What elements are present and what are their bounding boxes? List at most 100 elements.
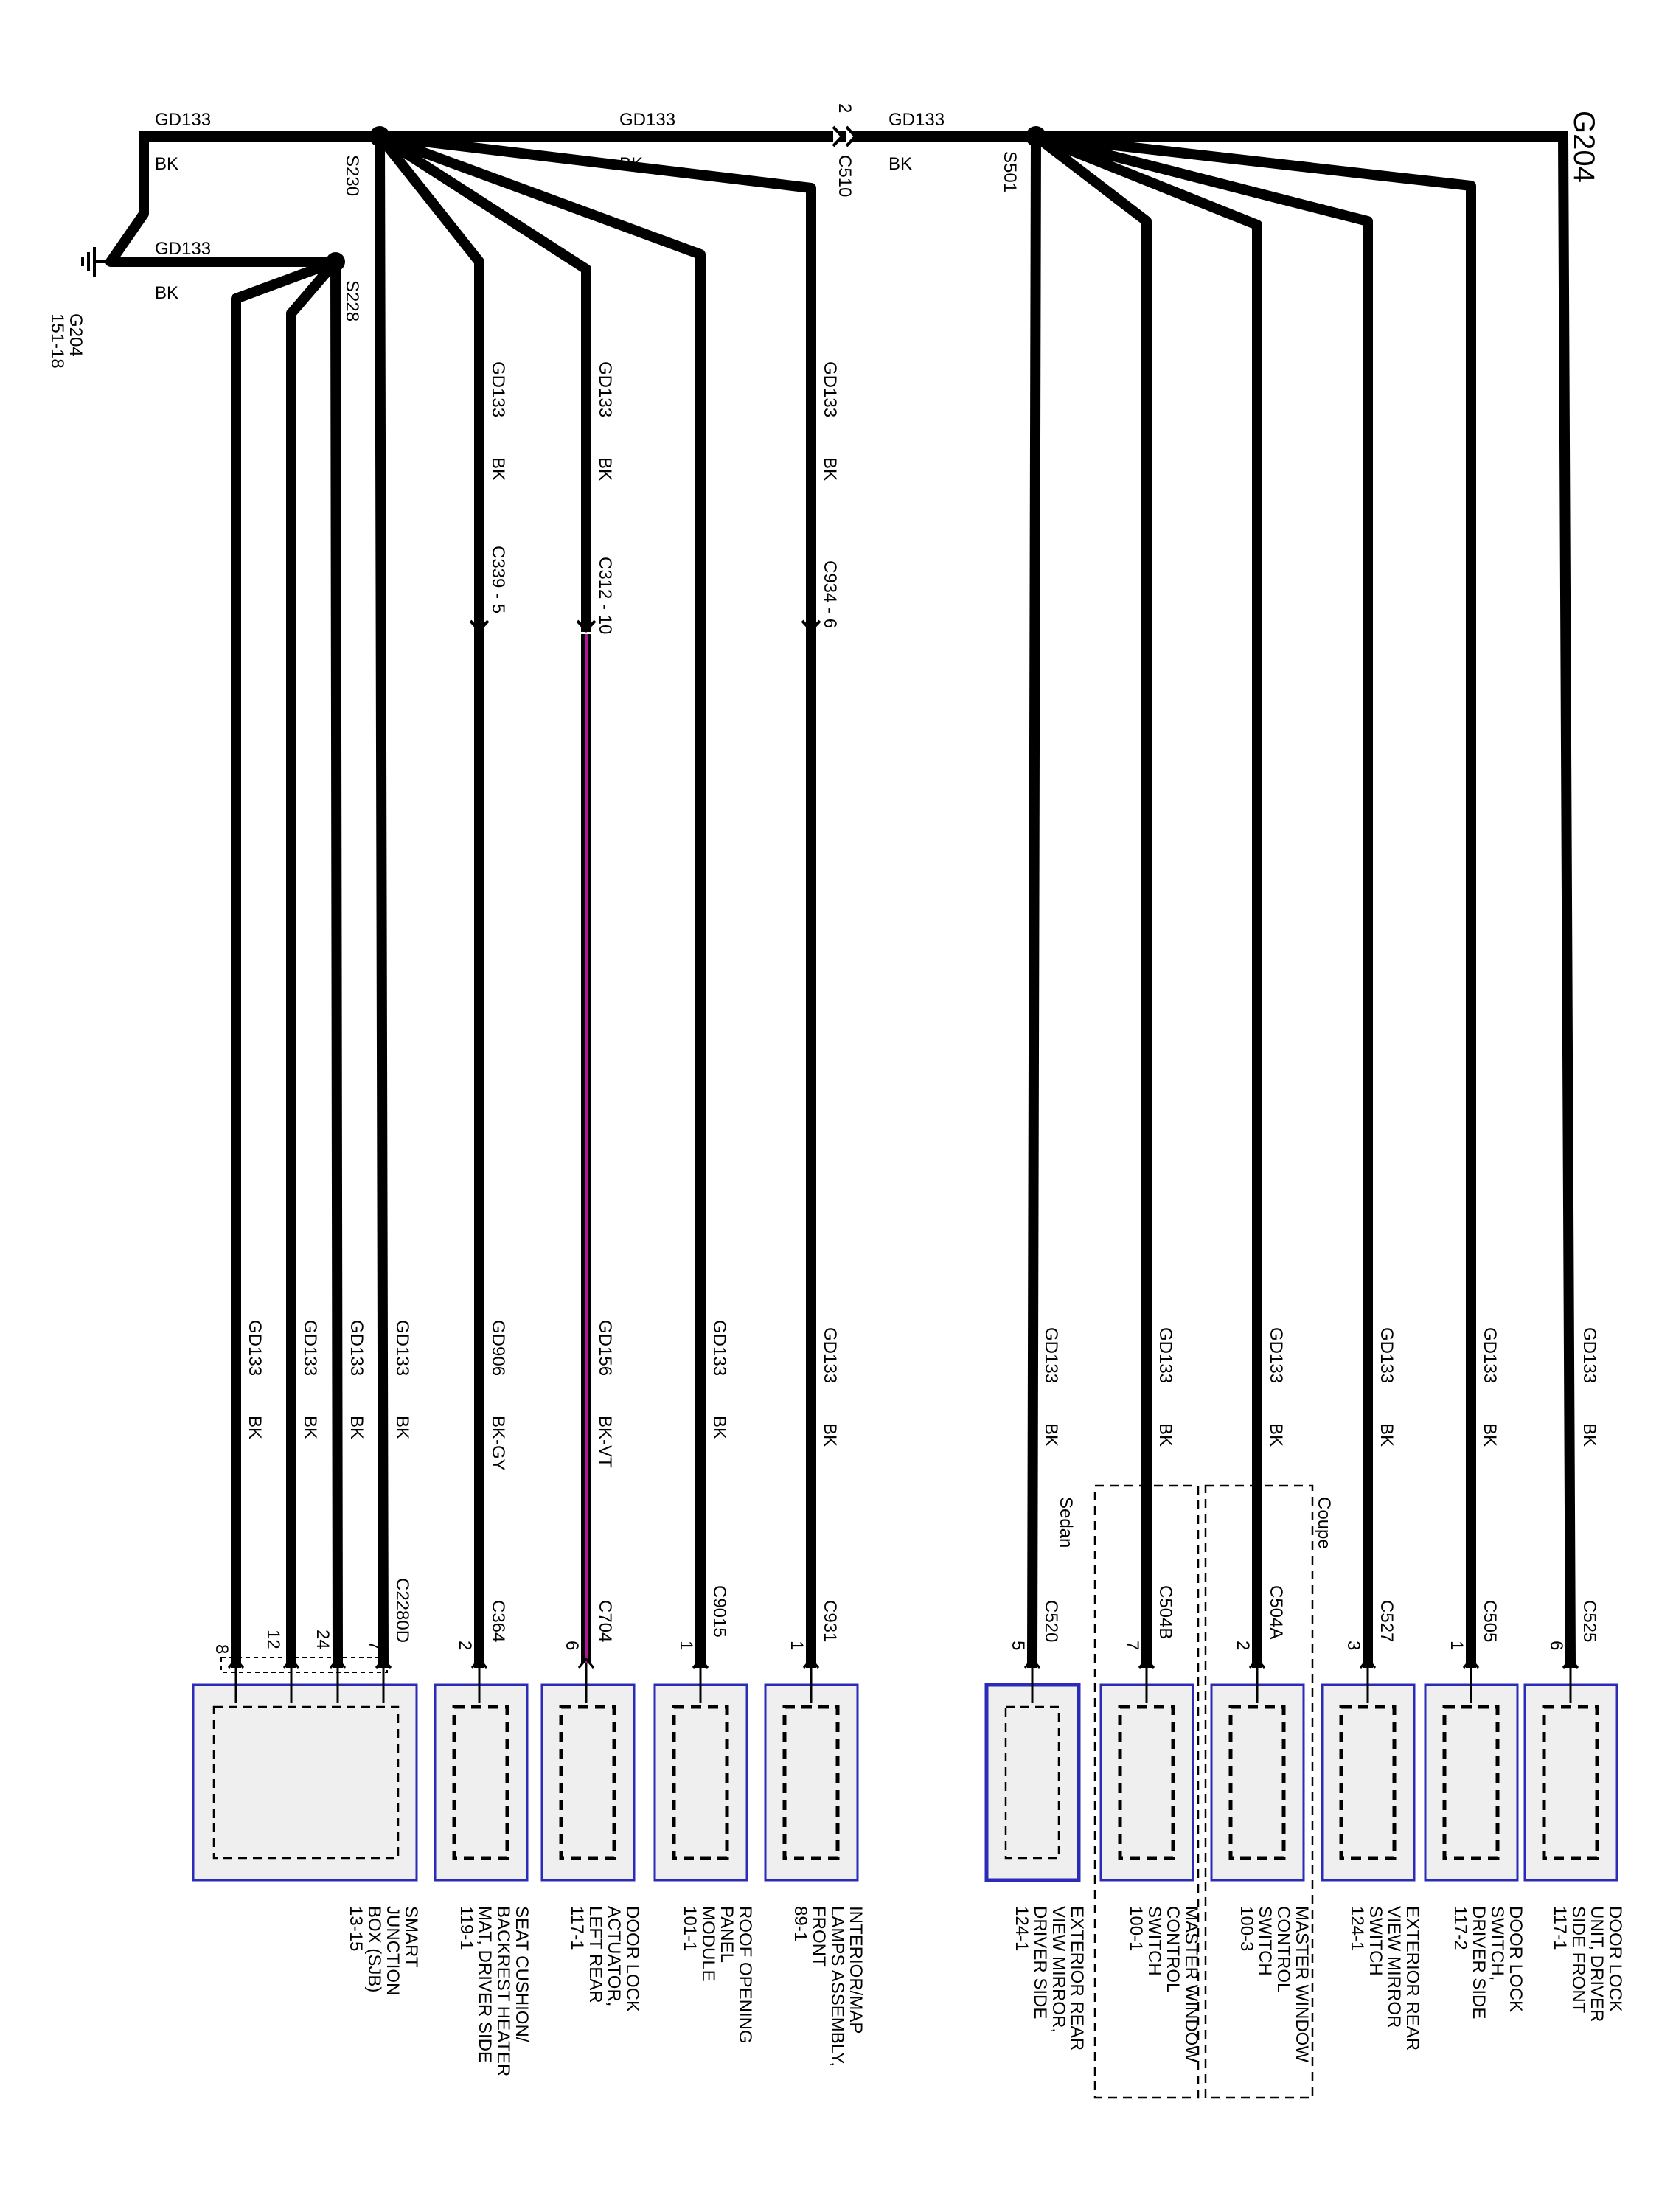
svg-text:GD133: GD133 — [488, 361, 508, 417]
upper-branch-labels: GD133 BK C339 - 5 GD133 BK C312 - 10 GD1… — [488, 361, 840, 634]
splice-label-s230: S230 — [342, 155, 362, 196]
svg-text:LAMPS ASSEMBLY,: LAMPS ASSEMBLY, — [827, 1906, 847, 2067]
coupe-label: Coupe — [1314, 1497, 1334, 1549]
svg-text:VIEW MIRROR: VIEW MIRROR — [1384, 1906, 1404, 2028]
ground-name-label: G204 — [66, 313, 86, 357]
svg-text:89-1: 89-1 — [790, 1906, 810, 1941]
svg-text:GD906: GD906 — [488, 1320, 508, 1376]
svg-text:7: 7 — [364, 1641, 384, 1650]
svg-text:BK-GY: BK-GY — [488, 1416, 508, 1471]
svg-text:2: 2 — [455, 1641, 475, 1650]
svg-text:124-1: 124-1 — [1347, 1906, 1367, 1951]
component-roof-opening-panel: C9015 1 ROOF OPENING PANEL MODULE 101-1 — [653, 1585, 755, 2044]
svg-text:GD133: GD133 — [300, 1320, 320, 1376]
svg-text:VIEW MIRROR,: VIEW MIRROR, — [1048, 1906, 1068, 2033]
component-seat-heater: C364 2 SEAT CUSHION/ BACKREST HEATER MAT… — [434, 1600, 532, 2076]
wire-door-lock-unit — [1557, 131, 1576, 1669]
wire-interior-lamp — [374, 131, 816, 1668]
component-door-lock-switch: C505 1 DOOR LOCK SWITCH, DRIVER SIDE 117… — [1424, 1600, 1526, 2019]
svg-text:DOOR LOCK: DOOR LOCK — [1506, 1906, 1526, 2012]
svg-text:SEAT CUSHION/: SEAT CUSHION/ — [512, 1906, 532, 2042]
svg-text:GD133: GD133 — [820, 361, 840, 417]
svg-text:UNIT, DRIVER: UNIT, DRIVER — [1587, 1906, 1607, 2022]
top-labels: G204 S230 S228 S501 C510 2 G204 151-18 G… — [47, 103, 1600, 369]
svg-text:100-1: 100-1 — [1126, 1906, 1146, 1951]
wire-door-lock-switch — [1030, 131, 1476, 1668]
svg-text:6: 6 — [1546, 1641, 1566, 1650]
c339-label: C339 - 5 — [488, 546, 508, 613]
wire-master-window-a — [1029, 129, 1262, 1668]
svg-text:C364: C364 — [488, 1600, 508, 1642]
svg-text:BK: BK — [1377, 1423, 1397, 1447]
left-wires — [231, 129, 816, 1669]
svg-text:13-15: 13-15 — [346, 1906, 366, 1951]
component-interior-map-lamps: C931 1 INTERIOR/MAP LAMPS ASSEMBLY, FRON… — [764, 1600, 866, 2067]
svg-text:FRONT: FRONT — [809, 1906, 829, 1967]
svg-text:100-3: 100-3 — [1237, 1906, 1256, 1951]
c510-pin: 2 — [835, 103, 855, 113]
svg-text:CONTROL: CONTROL — [1163, 1906, 1183, 1992]
wire-sjb-8 — [231, 255, 342, 1668]
svg-text:BOX (SJB): BOX (SJB) — [364, 1906, 384, 1992]
svg-text:119-1: 119-1 — [456, 1906, 476, 1950]
svg-text:GD133: GD133 — [1155, 1327, 1175, 1383]
svg-text:BK: BK — [392, 1416, 412, 1439]
component-master-window-b: C504B 7 MASTER WINDOW CONTROL SWITCH 100… — [1099, 1585, 1201, 2062]
splice-label-s228: S228 — [342, 280, 362, 321]
svg-text:EXTERIOR REAR: EXTERIOR REAR — [1067, 1906, 1087, 2051]
svg-text:LEFT REAR: LEFT REAR — [585, 1906, 605, 2003]
svg-text:BK: BK — [347, 1416, 366, 1439]
splice-label-s501: S501 — [1000, 151, 1020, 192]
lower-wire-labels: GD133 BK GD133 BK GD133 BK GD133 BK GD90… — [245, 1320, 1599, 1471]
bus-color-label-1: BK — [155, 154, 178, 174]
splice-s501 — [1026, 126, 1046, 147]
pin-arrows — [227, 1657, 1579, 1669]
svg-text:GD133: GD133 — [1377, 1327, 1397, 1383]
svg-text:SIDE FRONT: SIDE FRONT — [1568, 1906, 1588, 2014]
svg-text:EXTERIOR REAR: EXTERIOR REAR — [1402, 1906, 1422, 2051]
component-master-window-a: C504A 2 MASTER WINDOW CONTROL SWITCH 100… — [1210, 1585, 1312, 2062]
svg-text:BK: BK — [595, 457, 615, 481]
svg-text:117-1: 117-1 — [567, 1906, 587, 1950]
splice-s230 — [369, 126, 390, 147]
bus-color-label-2: BK — [155, 283, 178, 303]
svg-text:GD133: GD133 — [1480, 1327, 1500, 1383]
wire-sjb-7 — [374, 131, 389, 1669]
ground-icon — [81, 247, 111, 276]
svg-text:GD133: GD133 — [820, 1327, 840, 1383]
svg-text:1: 1 — [1447, 1641, 1467, 1650]
svg-text:DRIVER SIDE: DRIVER SIDE — [1469, 1906, 1489, 2019]
svg-text:1: 1 — [676, 1641, 696, 1650]
svg-text:JUNCTION: JUNCTION — [383, 1906, 403, 1995]
sedan-group-box — [1093, 1484, 1200, 2099]
wire-mirror-switch — [1029, 130, 1373, 1668]
svg-text:3: 3 — [1343, 1641, 1363, 1650]
svg-text:BK: BK — [488, 457, 508, 481]
svg-text:2: 2 — [1233, 1641, 1253, 1650]
svg-text:BK-VT: BK-VT — [595, 1416, 615, 1468]
ground-ref-label: 151-18 — [47, 313, 67, 369]
svg-text:SMART: SMART — [401, 1906, 421, 1968]
svg-text:SWITCH: SWITCH — [1144, 1906, 1164, 1976]
svg-text:GD133: GD133 — [595, 361, 615, 417]
svg-text:101-1: 101-1 — [680, 1906, 700, 1951]
svg-text:C505: C505 — [1480, 1600, 1500, 1642]
svg-text:GD133: GD133 — [709, 1320, 729, 1376]
svg-text:BK: BK — [1480, 1423, 1500, 1447]
svg-text:BK: BK — [245, 1416, 265, 1439]
wire-sjb-24 — [330, 256, 344, 1669]
component-door-lock-actuator: C704 6 DOOR LOCK ACTUATOR, LEFT REAR 117… — [540, 1600, 642, 2012]
svg-text:C504B: C504B — [1155, 1585, 1175, 1639]
svg-text:GD133: GD133 — [1579, 1327, 1599, 1383]
svg-text:12: 12 — [263, 1630, 283, 1649]
c510-connector-symbol — [832, 125, 844, 147]
ground-drop-wire — [105, 131, 341, 267]
svg-text:ACTUATOR,: ACTUATOR, — [604, 1906, 624, 2006]
wire-seat-heater — [372, 129, 484, 1668]
svg-text:BK: BK — [820, 1423, 840, 1447]
svg-text:SWITCH,: SWITCH, — [1487, 1906, 1507, 1980]
svg-text:PANEL: PANEL — [717, 1906, 737, 1963]
svg-text:7: 7 — [1122, 1641, 1142, 1650]
svg-text:GD133: GD133 — [347, 1320, 366, 1376]
